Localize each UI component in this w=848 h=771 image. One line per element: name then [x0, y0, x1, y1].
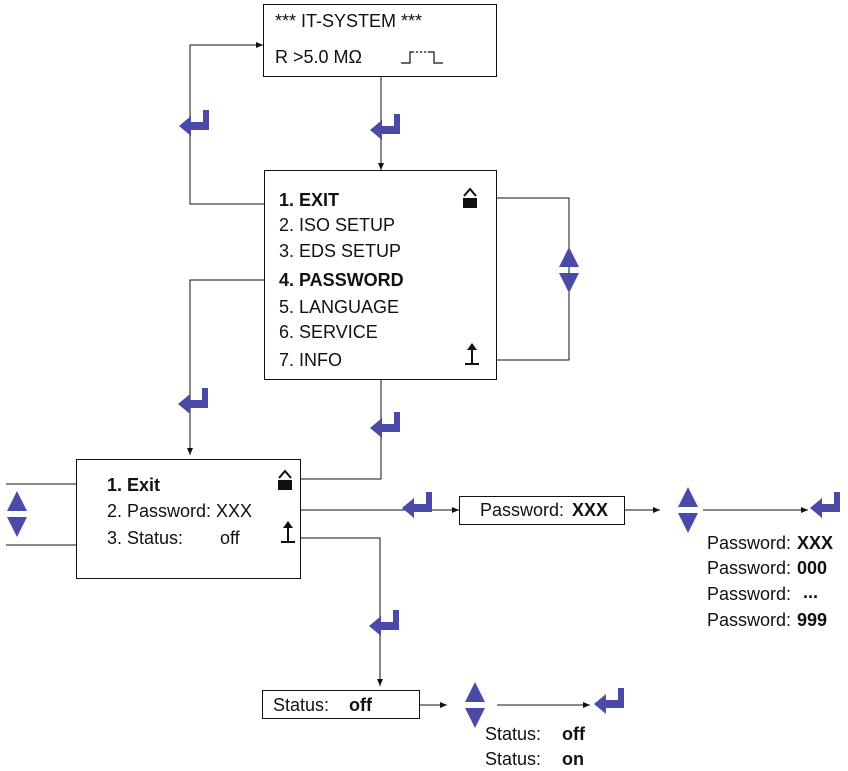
- unlock-icon: [463, 187, 477, 208]
- display-title: *** IT-SYSTEM ***: [275, 11, 423, 31]
- menu-item-info[interactable]: 7. INFO: [279, 350, 343, 370]
- password-option-label: Password:: [707, 558, 792, 578]
- up-down-arrows-icon: [559, 247, 579, 293]
- status-option-label: Status:: [485, 724, 542, 744]
- up-down-arrows-icon: [7, 491, 27, 537]
- password-box[interactable]: Password: XXX: [459, 496, 625, 525]
- password-option-value: ...: [803, 582, 819, 602]
- enter-icon: [179, 110, 209, 136]
- password-box-value: XXX: [572, 500, 609, 520]
- up-arrow-icon: [465, 343, 479, 365]
- unlock-icon: [278, 469, 292, 490]
- display-resistance: R >5.0 MΩ: [275, 47, 362, 67]
- status-box-label: Status:: [273, 695, 330, 715]
- password-option-label: Password:: [707, 584, 792, 604]
- up-down-arrows-icon: [678, 487, 698, 533]
- status-option-value: on: [562, 749, 584, 769]
- password-option-value: 000: [797, 558, 828, 578]
- status-option-label: Status:: [485, 749, 542, 769]
- enter-icon: [370, 412, 400, 438]
- submenu-item-exit[interactable]: 1. Exit: [107, 475, 161, 495]
- password-option-label: Password:: [707, 610, 792, 630]
- main-menu: 1. EXIT 2. ISO SETUP 3. EDS SETUP 4. PAS…: [264, 170, 497, 380]
- menu-item-iso-setup[interactable]: 2. ISO SETUP: [279, 215, 396, 235]
- password-submenu: 1. Exit 2. Password: XXX 3. Status: off: [76, 459, 301, 579]
- enter-icon: [370, 114, 400, 140]
- pulse-icon: [401, 51, 443, 64]
- menu-item-language[interactable]: 5. LANGUAGE: [279, 297, 400, 317]
- status-box[interactable]: Status: off: [262, 690, 420, 719]
- password-option-value: 999: [797, 610, 828, 630]
- up-down-arrows-icon: [465, 682, 485, 728]
- enter-icon: [810, 492, 840, 518]
- it-system-display: *** IT-SYSTEM *** R >5.0 MΩ: [263, 4, 497, 77]
- status-option-value: off: [562, 724, 585, 744]
- password-box-label: Password:: [480, 500, 565, 520]
- up-arrow-icon: [281, 521, 295, 543]
- menu-item-eds-setup[interactable]: 3. EDS SETUP: [279, 241, 402, 261]
- status-box-value: off: [349, 695, 372, 715]
- submenu-status-value: off: [220, 528, 240, 548]
- menu-item-password[interactable]: 4. PASSWORD: [279, 270, 404, 290]
- password-option-value: XXX: [797, 533, 834, 553]
- menu-item-exit[interactable]: 1. EXIT: [279, 190, 340, 210]
- submenu-item-password[interactable]: 2. Password: XXX: [107, 501, 253, 521]
- submenu-item-status[interactable]: 3. Status:: [107, 528, 184, 548]
- password-option-label: Password:: [707, 533, 792, 553]
- enter-icon: [402, 492, 432, 518]
- enter-icon: [369, 610, 399, 636]
- menu-item-service[interactable]: 6. SERVICE: [279, 322, 378, 342]
- enter-icon: [594, 688, 624, 714]
- enter-icon: [178, 388, 208, 414]
